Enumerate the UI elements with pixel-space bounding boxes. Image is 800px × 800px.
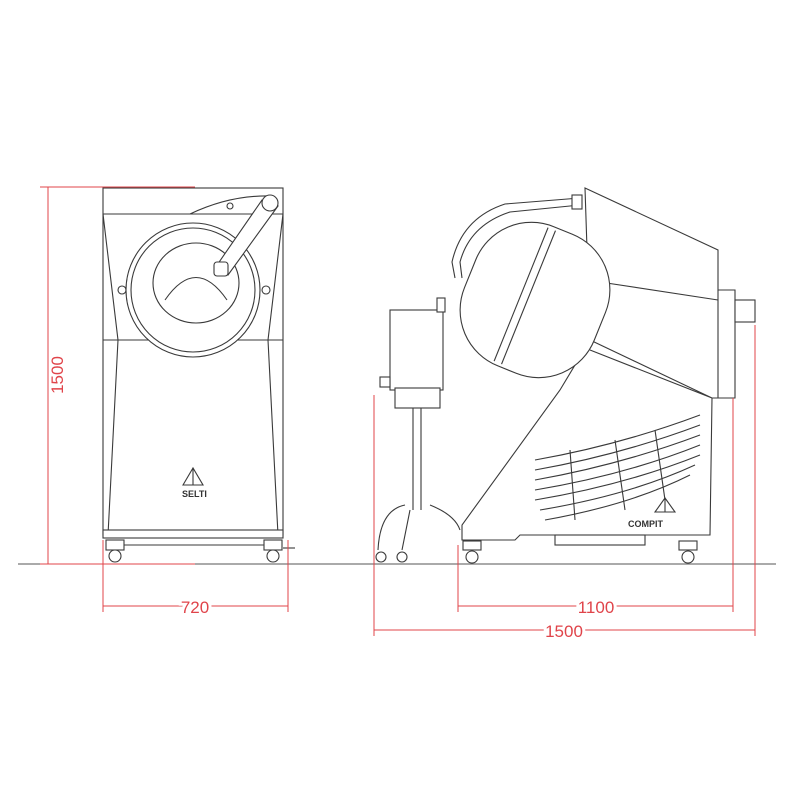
svg-text:1500: 1500	[545, 622, 583, 641]
svg-text:720: 720	[181, 598, 209, 617]
dimension-depth-total: 1500	[373, 325, 756, 644]
side-view-machine: COMPIT	[375, 187, 756, 564]
wheel	[678, 540, 698, 564]
svg-text:SELTI: SELTI	[182, 489, 207, 499]
svg-text:1100: 1100	[578, 598, 615, 617]
dimension-height: 1500	[40, 186, 195, 565]
svg-text:1500: 1500	[48, 356, 67, 394]
front-view-machine: SELTI	[102, 187, 295, 563]
svg-text:COMPIT: COMPIT	[628, 519, 664, 529]
compit-logo: COMPIT	[628, 497, 677, 529]
vent-grille	[534, 414, 701, 521]
selti-logo: SELTI	[182, 466, 207, 499]
wheel	[462, 540, 482, 564]
wheel	[263, 539, 283, 563]
wheel	[105, 539, 125, 563]
dimension-width-front: 720	[102, 540, 289, 620]
dimension-depth-machine: 1100	[457, 398, 734, 620]
